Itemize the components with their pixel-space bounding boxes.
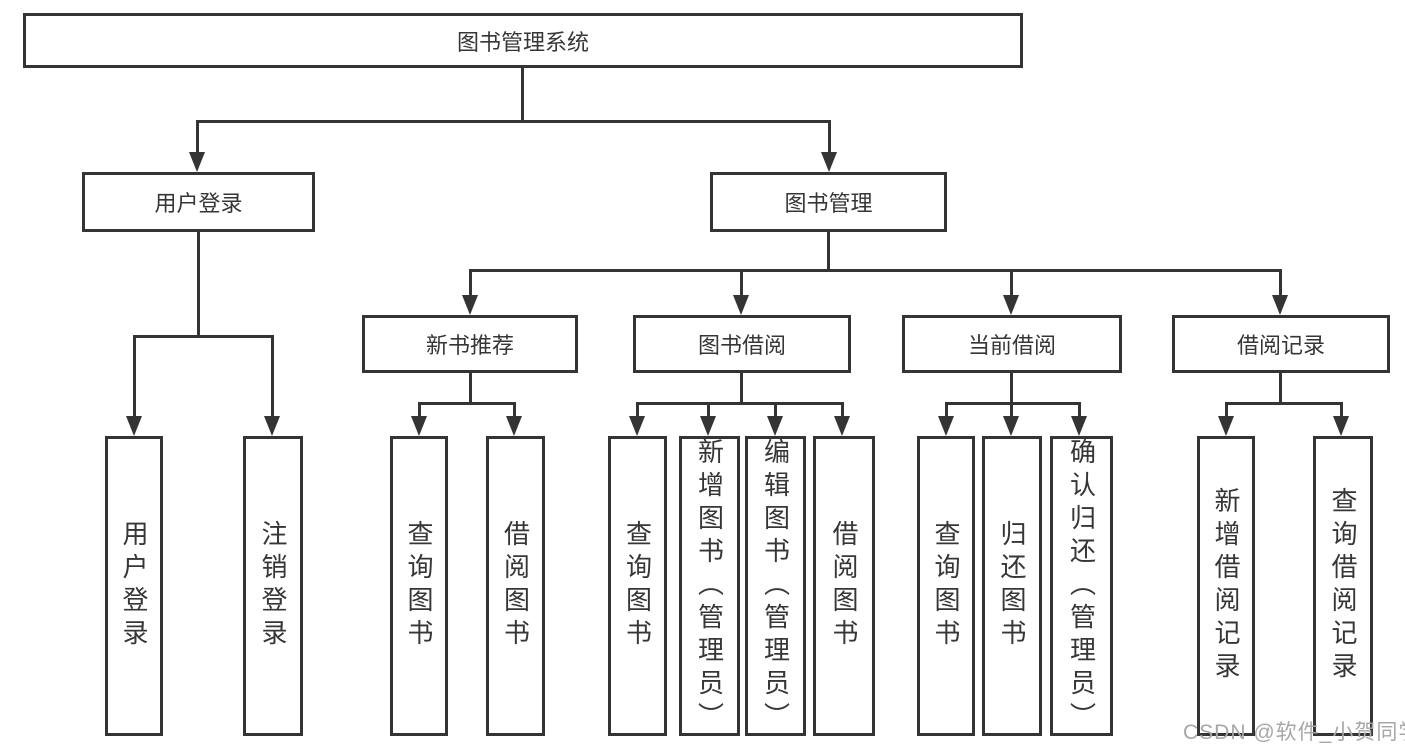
leaf-add-books-admin-label: 新增图书（管理员） [694,437,725,735]
leaf-user-login-label: 用户登录 [119,520,149,652]
node-library-system: 图书管理系统 [23,13,1023,68]
leaf-query-books-recommend-label: 查询图书 [404,520,434,652]
connector-line [636,402,844,405]
arrowhead-icon [767,416,783,436]
node-current-borrowing-label: 当前借阅 [967,333,1056,358]
connector-line [521,68,524,120]
leaf-add-borrow-record: 新增借阅记录 [1197,436,1255,736]
csdn-watermark: CSDN @软件_小贺同学 [1183,721,1405,744]
leaf-user-login: 用户登录 [105,436,163,736]
leaf-confirm-return-admin-label: 确认归还（管理员） [1066,437,1097,735]
leaf-query-books-recommend: 查询图书 [390,436,448,736]
connector-line [945,402,1081,405]
connector-line [196,120,830,123]
connector-line [945,402,948,422]
connector-line [1225,402,1343,405]
connector-line [271,335,274,420]
arrowhead-icon [1333,416,1349,436]
node-book-borrowing-label: 图书借阅 [697,333,786,358]
connector-line [418,402,421,422]
arrowhead-icon [411,416,427,436]
connector-line [636,402,639,422]
node-user-login: 用户登录 [82,172,315,232]
node-book-management: 图书管理 [710,172,947,232]
leaf-query-borrow-record: 查询借阅记录 [1313,436,1373,736]
leaf-query-books-current-label: 查询图书 [931,520,961,652]
arrowhead-icon [629,416,645,436]
arrowhead-icon [1071,416,1087,436]
node-borrowing-records-label: 借阅记录 [1236,333,1325,358]
connector-line [133,335,136,420]
connector-line [197,232,200,337]
connector-line [1010,402,1013,422]
connector-line [1340,402,1343,422]
arrowhead-icon [1003,295,1019,315]
leaf-borrow-books-borrowing-label: 借阅图书 [829,520,859,652]
connector-line [707,402,710,422]
leaf-add-books-admin: 新增图书（管理员） [679,436,740,736]
connector-line [1225,402,1228,422]
connector-line [469,269,472,299]
leaf-borrow-books-recommend-label: 借阅图书 [500,520,531,652]
arrowhead-icon [1272,295,1288,315]
leaf-logout-label: 注销登录 [258,520,288,652]
node-new-book-recommend-label: 新书推荐 [425,333,514,358]
connector-line [740,269,743,299]
connector-line [1010,269,1013,299]
leaf-query-books-borrowing: 查询图书 [608,436,667,736]
connector-line [418,402,516,405]
leaf-query-books-borrowing-label: 查询图书 [622,520,653,652]
arrowhead-icon [821,152,837,172]
arrowhead-icon [938,416,954,436]
arrowhead-icon [264,416,280,436]
arrowhead-icon [1218,416,1234,436]
connector-line [469,269,1281,272]
leaf-borrow-books-borrowing: 借阅图书 [813,436,875,736]
leaf-query-borrow-record-label: 查询借阅记录 [1328,487,1358,685]
arrowhead-icon [700,416,716,436]
connector-line [133,335,274,338]
node-book-borrowing: 图书借阅 [633,315,851,373]
arrowhead-icon [189,152,205,172]
leaf-add-borrow-record-label: 新增借阅记录 [1211,487,1241,685]
arrowhead-icon [733,295,749,315]
node-user-login-label: 用户登录 [154,191,243,216]
connector-line [1078,402,1081,422]
leaf-return-books-label: 归还图书 [997,520,1027,652]
arrowhead-icon [126,416,142,436]
connector-line [513,402,516,422]
node-book-management-label: 图书管理 [784,191,873,216]
arrowhead-icon [462,295,478,315]
arrowhead-icon [506,416,522,436]
connector-line [841,402,844,422]
leaf-query-books-current: 查询图书 [917,436,975,736]
connector-line [774,402,777,422]
leaf-logout: 注销登录 [243,436,303,736]
connector-line [827,232,830,271]
connector-line [1279,269,1282,299]
connector-line [469,373,472,404]
connector-line [740,373,743,404]
connector-line [1010,373,1013,404]
node-library-system-label: 图书管理系统 [456,29,589,55]
leaf-confirm-return-admin: 确认归还（管理员） [1050,436,1113,736]
leaf-edit-books-admin-label: 编辑图书（管理员） [760,437,791,735]
node-current-borrowing: 当前借阅 [902,315,1122,373]
connector-line [196,120,199,156]
connector-line [828,120,831,156]
leaf-borrow-books-recommend: 借阅图书 [486,436,545,736]
node-borrowing-records: 借阅记录 [1172,315,1390,373]
node-new-book-recommend: 新书推荐 [362,315,578,373]
leaf-edit-books-admin: 编辑图书（管理员） [745,436,806,736]
leaf-return-books: 归还图书 [982,436,1042,736]
arrowhead-icon [1003,416,1019,436]
arrowhead-icon [834,416,850,436]
connector-line [1279,373,1282,404]
